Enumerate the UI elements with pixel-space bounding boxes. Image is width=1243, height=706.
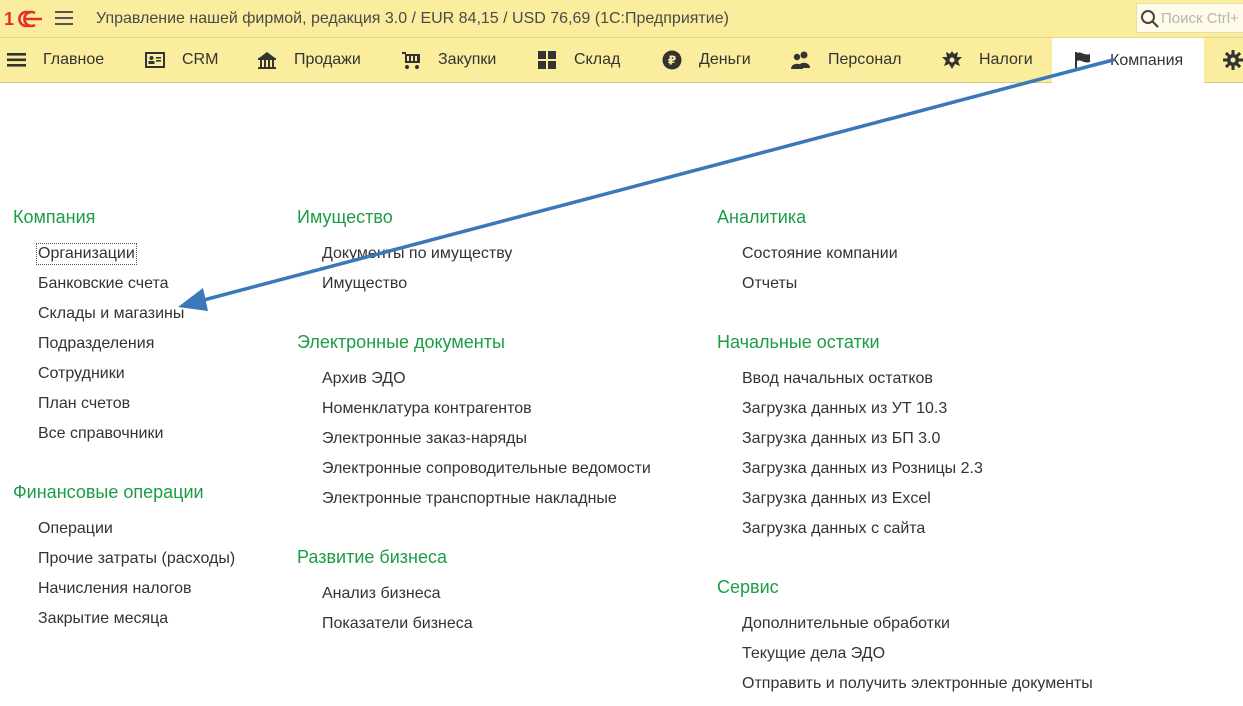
group-title-opening-balances: Начальные остатки <box>717 332 880 352</box>
section-label: Налоги <box>979 51 1033 68</box>
menu-item-all-catalogs[interactable]: Все справочники <box>38 425 164 442</box>
main-menu-button[interactable] <box>55 11 73 26</box>
menu-item-send-receive-edocs[interactable]: Отправить и получить электронные докумен… <box>742 675 1093 692</box>
menu-item-current-edo-tasks[interactable]: Текущие дела ЭДО <box>742 645 886 662</box>
menu-item-edo-archive[interactable]: Архив ЭДО <box>322 370 406 387</box>
app-title: Управление нашей фирмой, редакция 3.0 / … <box>96 10 729 27</box>
menu-item-electronic-work-orders[interactable]: Электронные заказ-наряды <box>322 430 527 447</box>
section-purchases[interactable]: Закупки <box>400 38 496 82</box>
group-title-property: Имущество <box>297 207 393 227</box>
1c-logo-icon[interactable]: 1 <box>4 9 42 29</box>
menu-item-opening-balances-entry[interactable]: Ввод начальных остатков <box>742 370 933 387</box>
section-main[interactable]: Главное <box>6 38 104 82</box>
title-bar: 1 Управление нашей фирмой, редакция 3.0 … <box>0 0 1243 38</box>
menu-item-organizations[interactable]: Организации <box>36 243 137 265</box>
group-title-service: Сервис <box>717 577 779 597</box>
menu-item-counterparty-nomenclature[interactable]: Номенклатура контрагентов <box>322 400 532 417</box>
menu-item-bank-accounts[interactable]: Банковские счета <box>38 275 169 292</box>
group-title-business-development: Развитие бизнеса <box>297 547 447 567</box>
menu-item-employees[interactable]: Сотрудники <box>38 365 125 382</box>
section-taxes[interactable]: Налоги <box>941 38 1033 82</box>
menu-item-month-closing[interactable]: Закрытие месяца <box>38 610 169 627</box>
menu-item-business-indicators[interactable]: Показатели бизнеса <box>322 615 473 632</box>
gear-icon <box>1223 50 1243 70</box>
menu-item-reports[interactable]: Отчеты <box>742 275 798 292</box>
menu-item-company-state[interactable]: Состояние компании <box>742 245 898 262</box>
section-label: Компания <box>1110 51 1184 69</box>
search-input[interactable] <box>1161 8 1243 28</box>
hamburger-line <box>55 17 73 19</box>
menu-item-tax-accruals[interactable]: Начисления налогов <box>38 580 192 597</box>
menu-item-import-excel[interactable]: Загрузка данных из Excel <box>742 490 931 507</box>
group-title-electronic-documents: Электронные документы <box>297 332 505 352</box>
ruble-coin-icon: ₽ <box>662 50 682 70</box>
section-label: Закупки <box>438 51 497 68</box>
flag-icon <box>1075 51 1090 70</box>
menu-item-electronic-waybills[interactable]: Электронные транспортные накладные <box>322 490 617 507</box>
menu-icon <box>7 53 26 67</box>
warehouse-grid-icon <box>538 51 556 69</box>
menu-item-property[interactable]: Имущество <box>322 275 408 292</box>
coat-of-arms-icon <box>942 51 962 69</box>
global-search[interactable] <box>1136 3 1243 33</box>
menu-item-property-documents[interactable]: Документы по имуществу <box>322 245 513 262</box>
section-label: Деньги <box>699 51 751 68</box>
cart-icon <box>402 52 420 69</box>
menu-item-import-ut[interactable]: Загрузка данных из УТ 10.3 <box>742 400 948 417</box>
section-sales[interactable]: Продажи <box>256 38 361 82</box>
svg-text:₽: ₽ <box>668 54 676 68</box>
people-icon <box>791 51 810 69</box>
section-company[interactable]: Компания <box>1052 38 1204 83</box>
menu-item-departments[interactable]: Подразделения <box>38 335 155 352</box>
section-label: Склад <box>574 51 621 68</box>
section-panel: Главное CRM Продажи <box>0 38 1243 83</box>
hamburger-line <box>55 23 73 25</box>
section-label: CRM <box>182 51 219 68</box>
section-money[interactable]: ₽ Деньги <box>661 38 751 82</box>
contact-card-icon <box>145 52 165 68</box>
group-title-analytics: Аналитика <box>717 207 807 227</box>
search-icon <box>1141 10 1159 28</box>
cash-register-icon <box>258 52 276 69</box>
menu-item-import-site[interactable]: Загрузка данных с сайта <box>742 520 926 537</box>
menu-item-chart-of-accounts[interactable]: План счетов <box>38 395 131 412</box>
menu-item-operations[interactable]: Операции <box>38 520 113 537</box>
menu-item-warehouses-and-stores[interactable]: Склады и магазины <box>38 305 185 322</box>
menu-item-electronic-accompanying-sheets[interactable]: Электронные сопроводительные ведомости <box>322 460 651 477</box>
menu-item-additional-processing[interactable]: Дополнительные обработки <box>742 615 950 632</box>
hamburger-line <box>55 11 73 13</box>
menu-item-other-expenses[interactable]: Прочие затраты (расходы) <box>38 550 236 567</box>
section-settings[interactable] <box>1222 38 1243 82</box>
group-title-company: Компания <box>13 207 96 227</box>
menu-item-business-analysis[interactable]: Анализ бизнеса <box>322 585 441 602</box>
menu-item-import-retail[interactable]: Загрузка данных из Розницы 2.3 <box>742 460 983 477</box>
section-staff[interactable]: Персонал <box>790 38 901 82</box>
group-title-financial-operations: Финансовые операции <box>13 482 204 502</box>
section-crm[interactable]: CRM <box>144 38 218 82</box>
section-warehouse[interactable]: Склад <box>536 38 620 82</box>
section-label: Главное <box>43 51 105 68</box>
svg-text:1: 1 <box>4 9 14 29</box>
section-label: Продажи <box>294 51 361 68</box>
menu-item-import-bp[interactable]: Загрузка данных из БП 3.0 <box>742 430 941 447</box>
section-label: Персонал <box>828 51 902 68</box>
